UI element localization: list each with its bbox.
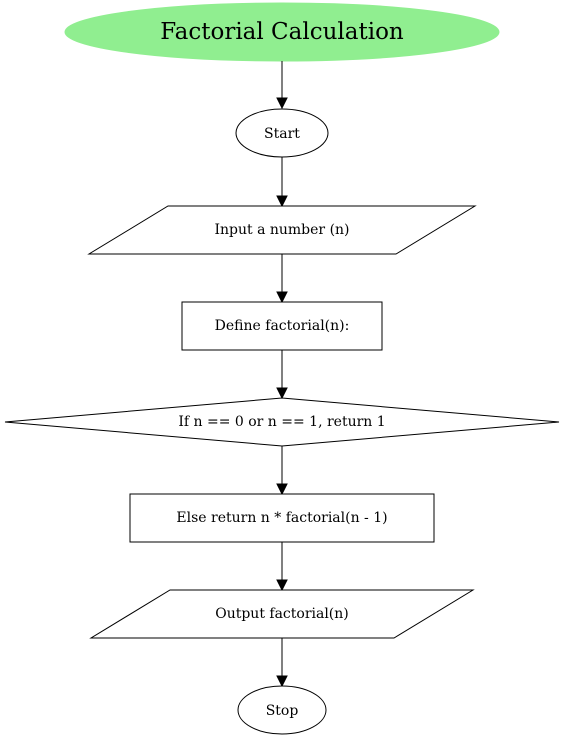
arrowhead-icon <box>276 291 288 304</box>
edge-decision-to-else <box>276 446 288 496</box>
define-box <box>181 301 383 351</box>
else-box <box>129 493 435 543</box>
output-parallelogram <box>89 589 475 639</box>
title-label: Factorial Calculation <box>160 19 404 45</box>
arrowhead-icon <box>276 387 288 400</box>
arrowhead-icon <box>276 675 288 688</box>
output-node: Output factorial(n) <box>89 589 475 639</box>
stop-ellipse <box>237 685 327 735</box>
stop-label: Stop <box>266 703 299 719</box>
edge-start-to-input <box>276 157 288 208</box>
edge-output-to-stop <box>276 638 288 688</box>
input-label: Input a number (n) <box>214 222 349 238</box>
start-label: Start <box>264 126 300 142</box>
arrowhead-icon <box>276 579 288 592</box>
title-node: Factorial Calculation <box>64 2 500 62</box>
arrowhead-icon <box>276 195 288 208</box>
input-parallelogram <box>87 205 477 255</box>
output-label: Output factorial(n) <box>215 606 349 622</box>
else-label: Else return n * factorial(n - 1) <box>176 510 387 526</box>
edge-title-to-start <box>276 61 288 110</box>
define-node: Define factorial(n): <box>181 301 383 351</box>
edge-input-to-define <box>276 254 288 304</box>
input-node: Input a number (n) <box>87 205 477 255</box>
stop-node: Stop <box>237 685 327 735</box>
arrowhead-icon <box>276 483 288 496</box>
else-node: Else return n * factorial(n - 1) <box>129 493 435 543</box>
edge-define-to-decision <box>276 350 288 400</box>
start-node: Start <box>235 108 329 158</box>
decision-label: If n == 0 or n == 1, return 1 <box>178 414 385 430</box>
edge-else-to-output <box>276 542 288 592</box>
decision-node: If n == 0 or n == 1, return 1 <box>4 397 560 447</box>
arrowhead-icon <box>276 97 288 110</box>
define-label: Define factorial(n): <box>215 318 350 334</box>
